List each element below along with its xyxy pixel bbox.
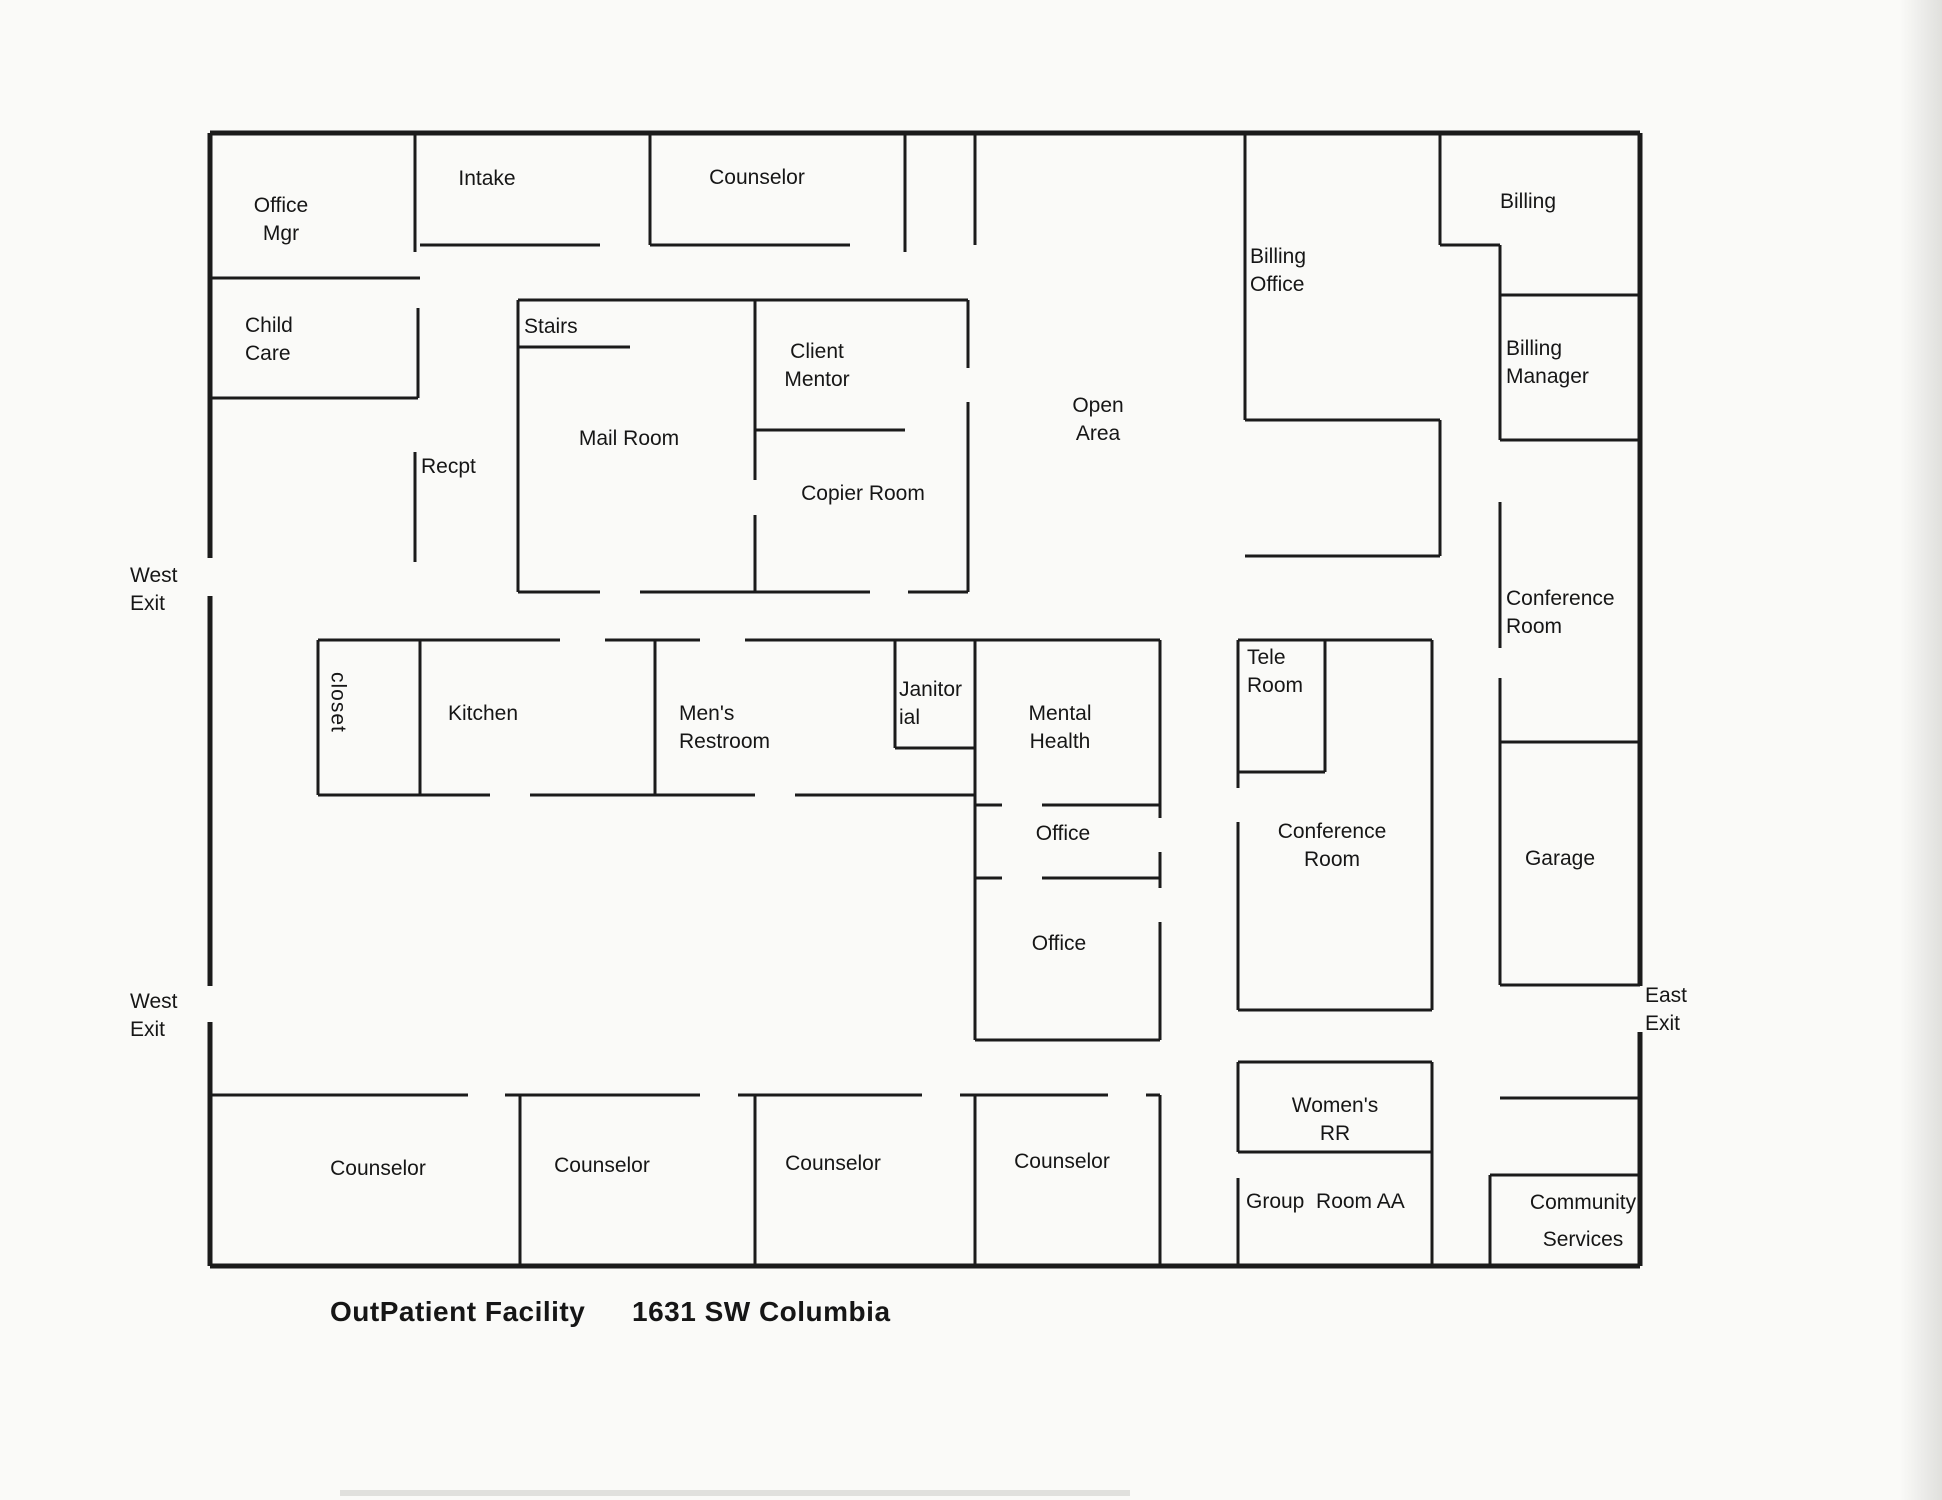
exit-label-west-lower: West Exit xyxy=(130,990,178,1041)
outer-walls xyxy=(207,130,1643,1269)
room-label-group-room-aa: Group Room AA xyxy=(1246,1190,1405,1213)
room-label-counselor-4: Counselor xyxy=(1014,1150,1110,1173)
room-label-community-services: Community Services xyxy=(1529,1191,1637,1251)
room-label-billing-office: Billing Office xyxy=(1250,245,1307,296)
room-label-office-lower: Office xyxy=(1031,932,1087,955)
exit-label-east: East Exit xyxy=(1645,984,1688,1035)
scan-edge-artifact-right xyxy=(1900,0,1942,1500)
room-label-office-mgr: Office Mgr xyxy=(253,194,309,245)
room-label-copier-room: Copier Room xyxy=(801,482,925,505)
room-label-mental-health: Mental Health xyxy=(1028,702,1092,753)
room-label-client-mentor: Client Mentor xyxy=(784,340,850,391)
room-label-office-upper: Office xyxy=(1035,822,1091,845)
inner-walls xyxy=(210,133,1640,1266)
room-label-open-area: Open Area xyxy=(1072,394,1124,445)
facility-title: OutPatient Facility xyxy=(330,1296,586,1327)
room-label-counselor-1: Counselor xyxy=(330,1157,426,1180)
room-label-mens-restroom: Men's Restroom xyxy=(679,702,771,753)
room-label-garage: Garage xyxy=(1524,847,1596,870)
room-label-mail-room: Mail Room xyxy=(578,427,680,450)
room-label-kitchen: Kitchen xyxy=(447,702,519,725)
room-label-closet: closet xyxy=(326,672,350,733)
room-label-womens-rr: Women's RR xyxy=(1291,1094,1379,1145)
room-label-billing-manager: Billing Manager xyxy=(1506,337,1589,388)
room-label-janitorial: Janitor ial xyxy=(899,678,963,729)
room-label-billing: Billing xyxy=(1499,190,1557,213)
room-label-counselor-3: Counselor xyxy=(785,1152,881,1175)
room-label-recpt: Recpt xyxy=(421,455,476,478)
room-label-conference-center: Conference Room xyxy=(1277,820,1387,871)
exit-label-west-upper: West Exit xyxy=(130,564,178,615)
room-label-child-care: Child Care xyxy=(245,314,293,365)
room-label-counselor-2: Counselor xyxy=(554,1154,650,1177)
room-label-counselor-top: Counselor xyxy=(709,166,805,189)
room-label-conference-right: Conference Room xyxy=(1506,587,1615,638)
facility-address: 1631 SW Columbia xyxy=(632,1296,891,1327)
room-label-tele-room: Tele Room xyxy=(1247,646,1304,697)
scan-edge-artifact-bottom xyxy=(340,1490,1130,1496)
room-label-stairs: Stairs xyxy=(524,315,578,338)
room-label-intake: Intake xyxy=(458,167,516,190)
